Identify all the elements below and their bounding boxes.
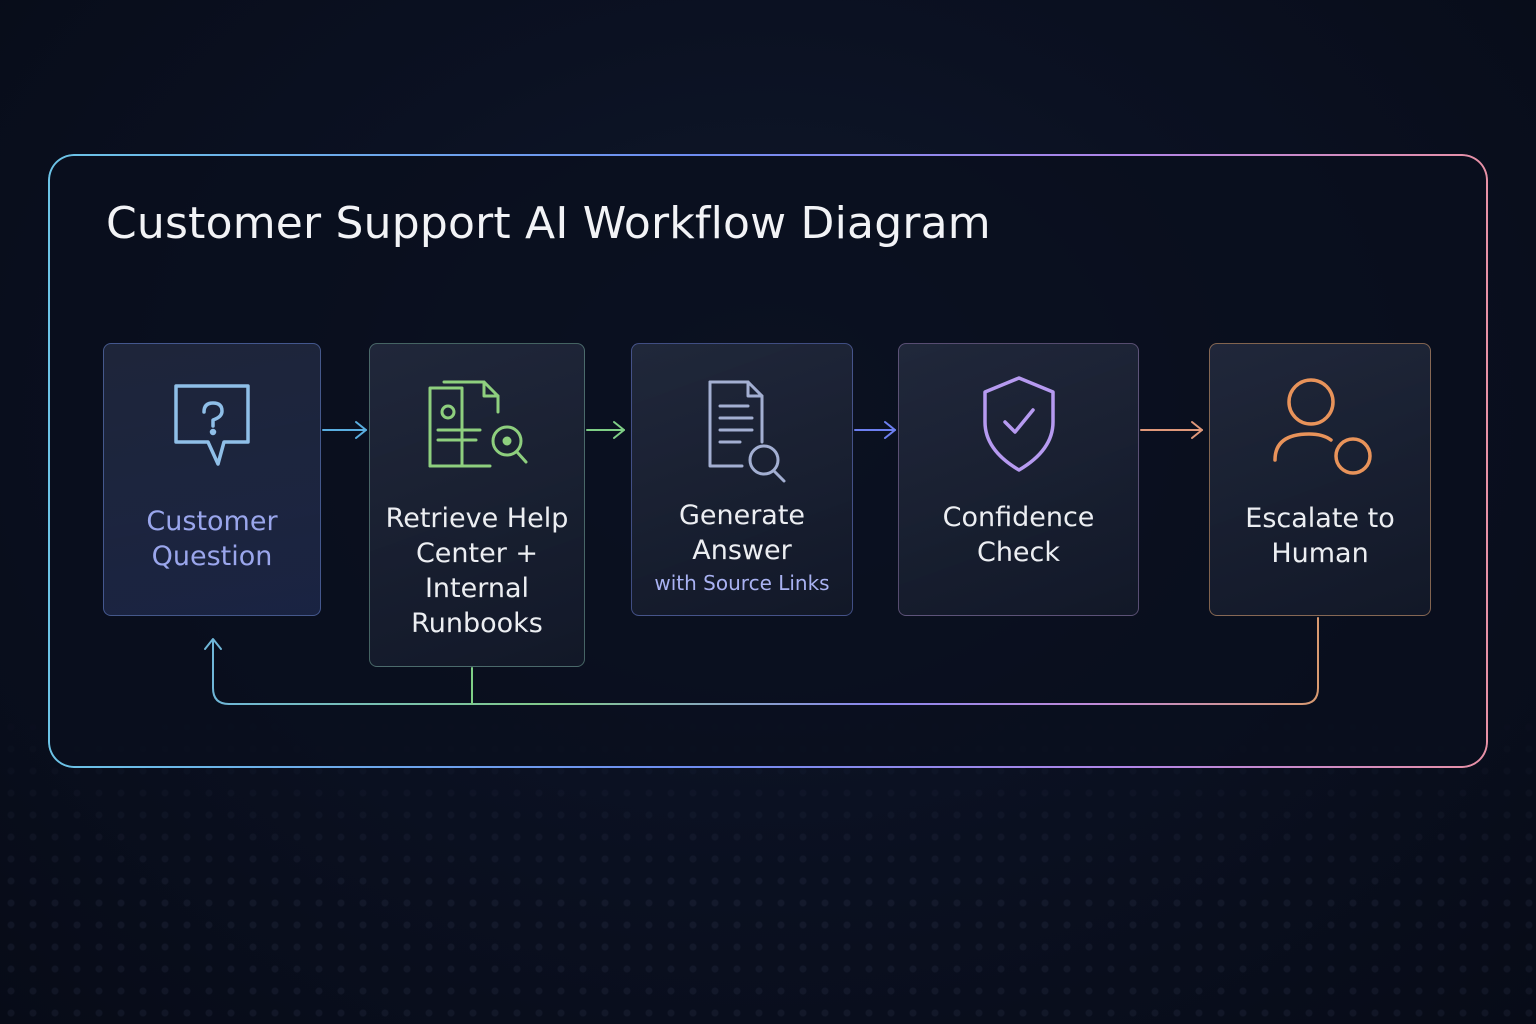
node-title: Generate Answer [678,500,806,566]
feedback-arrow-head [204,638,222,650]
node-generate[interactable]: Generate Answer with Source Links [631,343,853,616]
document-magnifier-icon [632,374,852,484]
arrow-1-to-2 [322,421,367,439]
node-escalate[interactable]: Escalate to Human [1209,343,1431,616]
node-label: Retrieve Help Center + Internal Runbooks [385,503,569,639]
node-title: Escalate to Human [1245,503,1395,569]
diagram-title: Customer Support AI Workflow Diagram [106,198,991,249]
arrow-2-to-3 [586,421,625,439]
node-label: Customer Question [146,506,278,572]
node-customer-question[interactable]: Customer Question [103,343,321,616]
arrow-3-to-4 [854,421,896,439]
node-label: Confidence Check [942,502,1095,568]
node-label: Generate Answer with Source Links [632,498,852,598]
question-chat-icon [104,374,320,484]
document-search-icon [370,374,584,484]
user-escalate-icon [1210,374,1430,484]
node-label: Escalate to Human [1210,501,1430,571]
node-subtitle: with Source Links [654,571,830,595]
arrow-4-to-5 [1140,421,1203,439]
feedback-loop-line [212,617,1319,705]
shield-check-icon [899,374,1138,484]
node-confidence[interactable]: Confidence Check [898,343,1139,616]
node-retrieve[interactable]: Retrieve Help Center + Internal Runbooks [369,343,585,667]
